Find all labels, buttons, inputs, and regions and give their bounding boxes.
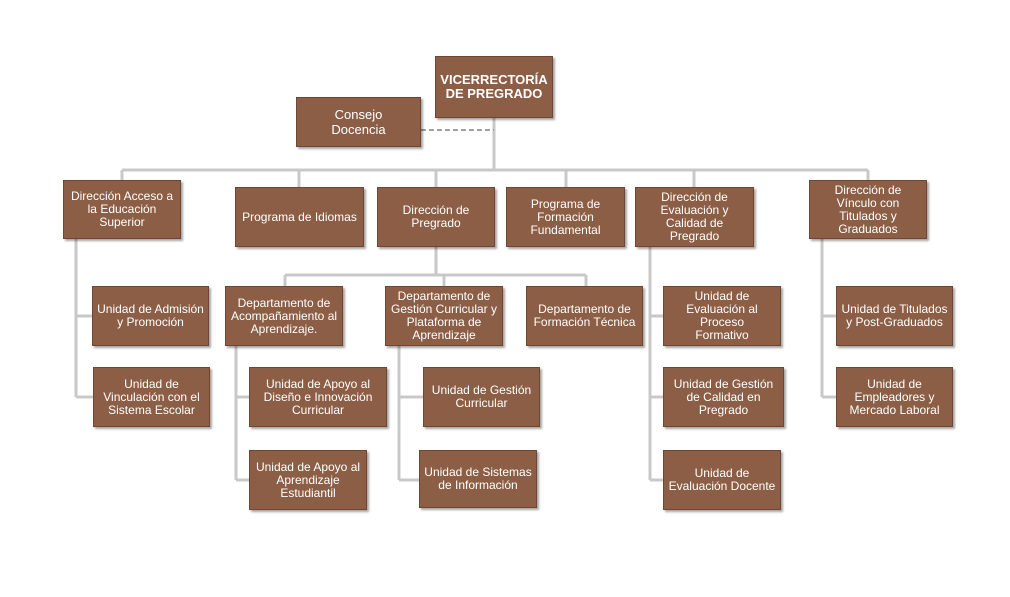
node-vicerrectoria: VICERRECTORÍA DE PREGRADO: [435, 56, 553, 118]
node-direccion-vinculo-label: Dirección de Vínculo con Titulados y Gra…: [834, 182, 902, 236]
node-depto-gestion-curricular-label: Departamento de Gestión Curricular y Pla…: [390, 289, 498, 342]
node-unidad-apoyo-estudiantil: Unidad de Apoyo al Aprendizaje Estudiant…: [249, 450, 367, 510]
node-unidad-sistemas-informacion: Unidad de Sistemas de Información: [419, 450, 537, 508]
node-unidad-evaluacion-proceso: Unidad de Evaluación al Proceso Formativ…: [663, 286, 781, 346]
node-evaluacion-calidad: Dirección de Evaluación y Calidad de Pre…: [635, 187, 754, 247]
node-unidad-gestion-calidad-label: Unidad de Gestión de Calidad en Pregrado: [673, 376, 774, 417]
node-direccion-vinculo: Dirección de Vínculo con Titulados y Gra…: [809, 180, 927, 239]
node-unidad-admision: Unidad de Admisión y Promoción: [92, 286, 209, 346]
node-unidad-apoyo-estudiantil-label: Unidad de Apoyo al Aprendizaje Estudiant…: [255, 459, 361, 500]
node-formacion-fundamental-label: Programa de Formación Fundamental: [530, 196, 601, 237]
node-unidad-empleadores-label: Unidad de Empleadores y Mercado Laboral: [849, 376, 940, 417]
node-unidad-evaluacion-docente: Unidad de Evaluación Docente: [663, 450, 781, 510]
node-unidad-admision-label: Unidad de Admisión y Promoción: [97, 302, 204, 329]
node-unidad-gestion-calidad: Unidad de Gestión de Calidad en Pregrado: [663, 367, 784, 427]
node-depto-gestion-curricular: Departamento de Gestión Curricular y Pla…: [385, 286, 503, 346]
node-unidad-gestion-curricular: Unidad de Gestión Curricular: [423, 367, 540, 427]
node-consejo-docencia-label: Consejo Docencia: [331, 107, 386, 137]
node-vicerrectoria-label: VICERRECTORÍA DE PREGRADO: [440, 72, 548, 101]
node-direccion-acceso: Dirección Acceso a la Educación Superior: [63, 180, 181, 239]
node-direccion-acceso-label: Dirección Acceso a la Educación Superior: [70, 189, 174, 229]
node-depto-acompanamiento: Departamento de Acompañamiento al Aprend…: [225, 286, 343, 346]
node-unidad-titulados: Unidad de Titulados y Post-Graduados: [836, 286, 953, 346]
node-unidad-sistemas-informacion-label: Unidad de Sistemas de Información: [424, 465, 532, 492]
node-direccion-pregrado: Dirección de Pregrado: [377, 187, 495, 247]
node-unidad-vinculacion-label: Unidad de Vinculación con el Sistema Esc…: [103, 376, 200, 417]
node-programa-idiomas-label: Programa de Idiomas: [242, 209, 357, 224]
node-consejo-docencia: Consejo Docencia: [296, 97, 421, 147]
node-unidad-evaluacion-docente-label: Unidad de Evaluación Docente: [668, 466, 776, 493]
node-unidad-empleadores: Unidad de Empleadores y Mercado Laboral: [836, 367, 953, 427]
node-unidad-evaluacion-proceso-label: Unidad de Evaluación al Proceso Formativ…: [686, 289, 758, 342]
node-unidad-gestion-curricular-label: Unidad de Gestión Curricular: [431, 383, 532, 410]
node-unidad-apoyo-diseno: Unidad de Apoyo al Diseño e Innovación C…: [249, 367, 387, 427]
node-programa-idiomas: Programa de Idiomas: [235, 187, 364, 247]
node-evaluacion-calidad-label: Dirección de Evaluación y Calidad de Pre…: [660, 190, 729, 243]
node-depto-acompanamiento-label: Departamento de Acompañamiento al Aprend…: [230, 295, 338, 336]
node-unidad-titulados-label: Unidad de Titulados y Post-Graduados: [841, 302, 948, 329]
node-depto-formacion-tecnica: Departamento de Formación Técnica: [526, 286, 643, 346]
node-direccion-pregrado-label: Dirección de Pregrado: [402, 203, 470, 230]
node-unidad-apoyo-diseno-label: Unidad de Apoyo al Diseño e Innovación C…: [263, 376, 373, 417]
node-depto-formacion-tecnica-label: Departamento de Formación Técnica: [533, 302, 636, 329]
node-unidad-vinculacion: Unidad de Vinculación con el Sistema Esc…: [93, 367, 210, 427]
node-formacion-fundamental: Programa de Formación Fundamental: [506, 187, 625, 247]
